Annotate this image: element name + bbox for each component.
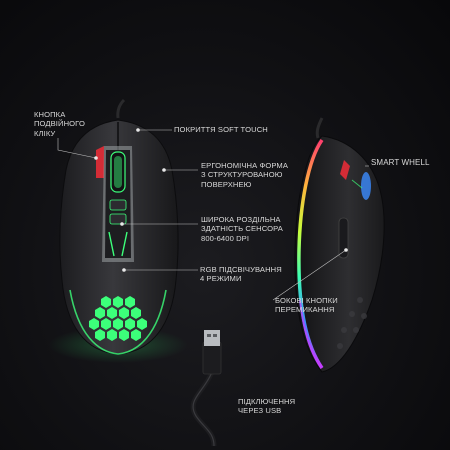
label-double-click-button: Кнопка подвійного кліку <box>34 110 85 138</box>
side-buttons <box>338 217 349 259</box>
usb-plug-connector <box>204 330 220 346</box>
callout-lines <box>57 129 369 301</box>
honeycomb-grille <box>89 296 147 341</box>
usb-plug-housing <box>202 341 222 375</box>
label-smart-wheel: SMART WHELL <box>371 158 430 167</box>
mouse-side-view <box>294 117 385 373</box>
callout-dots <box>94 128 348 272</box>
usb-cable <box>190 330 222 447</box>
mouse-front-view <box>48 98 188 363</box>
label-side-buttons: Бокові кнопки перемикання <box>275 296 338 315</box>
scroll-wheel-front <box>110 151 126 193</box>
label-rgb-lighting: RGB підсвічування 4 режими <box>200 265 282 284</box>
label-soft-touch: Покриття SOFT TOUCH <box>174 125 268 134</box>
smart-wheel <box>361 172 371 200</box>
label-usb-connection: Підключення через USB <box>238 397 296 416</box>
label-ergonomic-shape: Ергономічна форма з структурованою повер… <box>201 161 289 189</box>
double-click-button <box>96 146 104 178</box>
label-sensor-resolution: Широка роздільна здатність сенсора 800-6… <box>201 215 283 243</box>
